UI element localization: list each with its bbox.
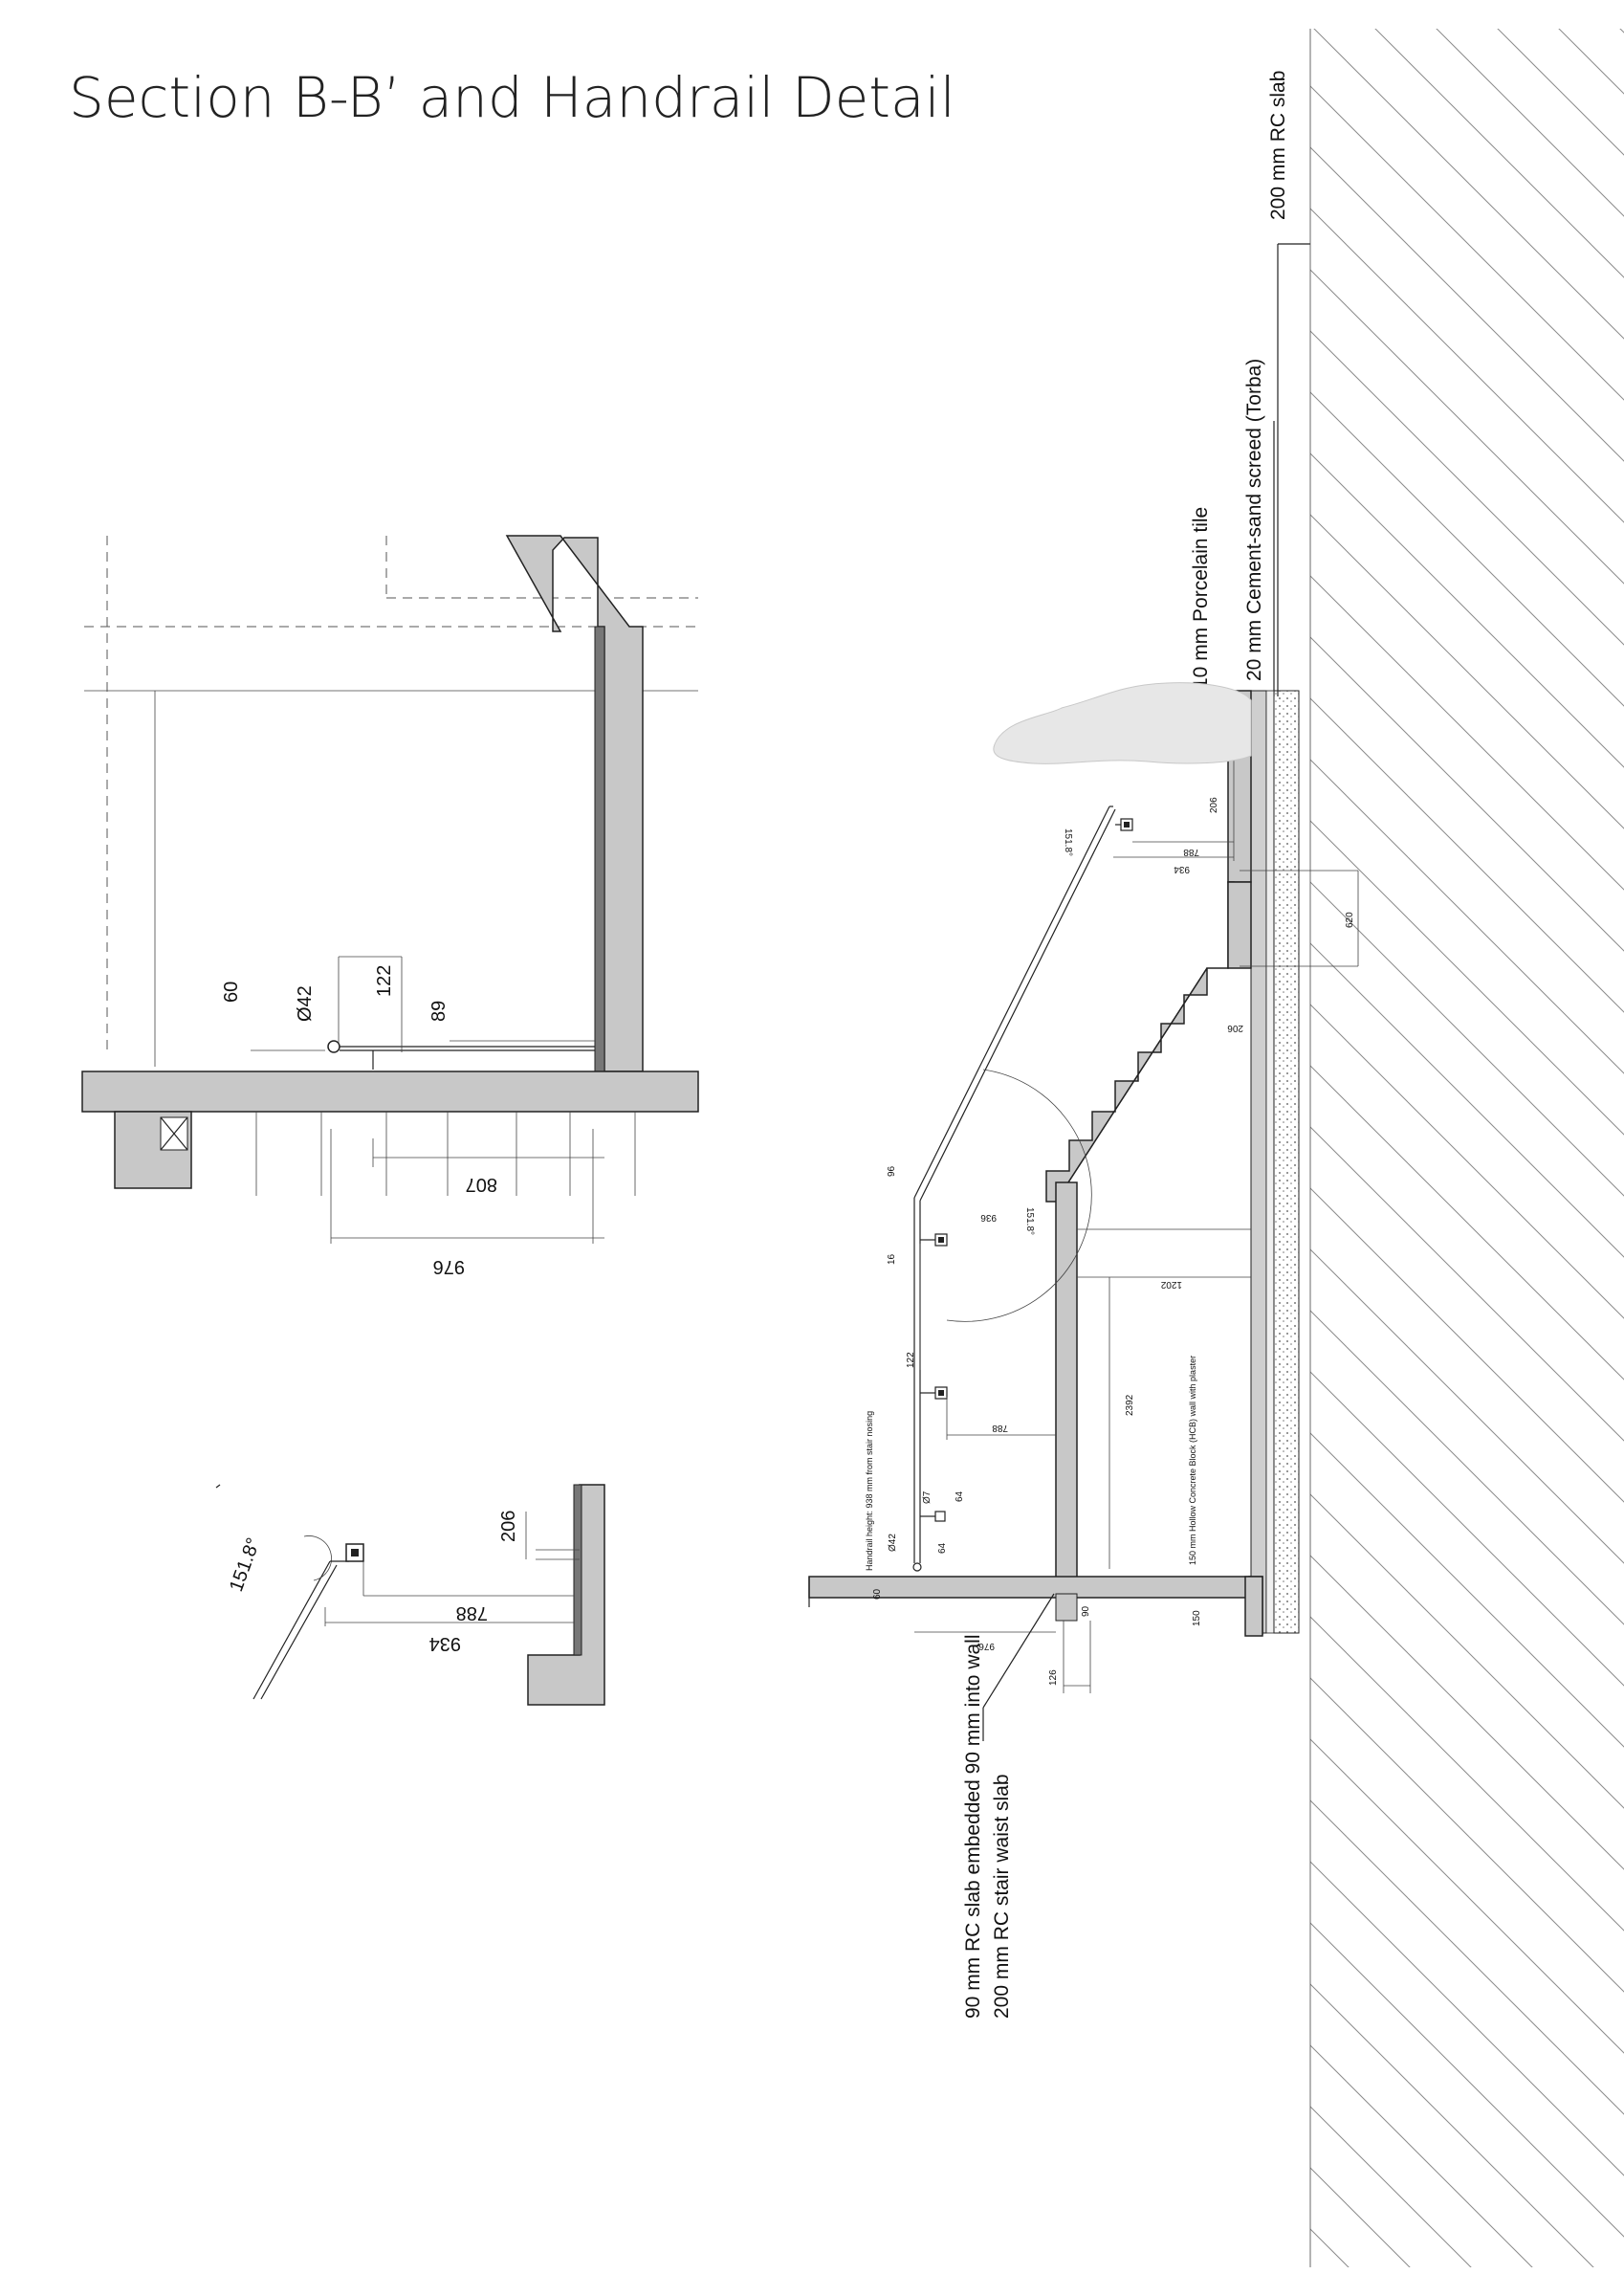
- top-angle-label: 151.8°: [1063, 828, 1073, 856]
- dim-976: 976: [433, 1256, 465, 1277]
- dim-206: 206: [498, 1511, 519, 1542]
- dim-1202: 1202: [1160, 1279, 1182, 1290]
- dim-60: 60: [221, 982, 242, 1003]
- detail-a: 60 Ø42 122 89 807 976: [81, 535, 699, 1277]
- angle-arc: [946, 1069, 1092, 1322]
- bracket-icon: [934, 1511, 946, 1522]
- label-screed: 20 mm Cement-sand screed (Torba): [1243, 359, 1265, 681]
- label-porcelain: 10 mm Porcelain tile: [1190, 507, 1212, 689]
- dim-60-mid: 60: [872, 1588, 883, 1600]
- dim-126: 126: [1048, 1669, 1059, 1686]
- dim-934-top: 934: [1174, 864, 1190, 874]
- detail-a-wall: [505, 535, 644, 1072]
- dim-788: 788: [456, 1602, 488, 1623]
- label-rc-slab-embedded: 90 mm RC slab embedded 90 mm into wall: [962, 1634, 984, 2019]
- mid-angle-label: 151.8°: [1024, 1207, 1035, 1235]
- dim-150: 150: [1192, 1610, 1202, 1626]
- main-section: 151.8° 151.8° 166 206 788 934 620 206 96…: [808, 690, 1359, 1693]
- dim-90: 90: [1081, 1605, 1091, 1617]
- dim-16: 16: [887, 1253, 897, 1265]
- dim-2392: 2392: [1125, 1394, 1135, 1416]
- dim-122-mid: 122: [906, 1352, 916, 1368]
- handrail-tube-icon: [327, 1040, 340, 1053]
- stair-flight: [1045, 881, 1235, 1203]
- dim-206-top: 206: [1209, 797, 1219, 813]
- handrail-height-note: Handrail height: 938 mm from stair nosin…: [865, 1411, 874, 1571]
- hcb-wall-note: 150 mm Hollow Concrete Block (HCB) wall …: [1188, 1356, 1197, 1565]
- dim-dia-7: Ø7: [922, 1490, 933, 1504]
- dim-64-b: 64: [937, 1542, 948, 1554]
- label-stair-waist-slab: 200 mm RC stair waist slab: [991, 1774, 1013, 2019]
- dim-620: 620: [1345, 912, 1355, 928]
- dim-96: 96: [887, 1165, 897, 1177]
- dim-788-top: 788: [1183, 847, 1199, 857]
- dim-122: 122: [374, 965, 395, 997]
- dim-diameter-42: Ø42: [295, 985, 316, 1022]
- detail-a-slab: [81, 1071, 699, 1113]
- label-rc-slab: 200 mm RC slab: [1267, 71, 1289, 220]
- sheet-title: Section B-B’ and Handrail Detail: [69, 65, 955, 130]
- dim-976-mid: 976: [978, 1641, 995, 1651]
- dim-936: 936: [980, 1212, 997, 1223]
- dim-89: 89: [428, 1001, 450, 1022]
- dim-dia-42: Ø42: [888, 1534, 898, 1552]
- dim-64-a: 64: [955, 1490, 965, 1502]
- dim-934: 934: [429, 1633, 461, 1654]
- dim-788-mid: 788: [992, 1423, 1008, 1433]
- detail-b-angle: 151.8°: [226, 1535, 265, 1595]
- layer-labels: 200 mm RC slab 20 mm Cement-sand screed …: [1190, 71, 1310, 696]
- dim-206-lower: 206: [1227, 1023, 1243, 1033]
- person-figure-icon: [993, 682, 1252, 764]
- earth-hatch: [1310, 29, 1624, 2267]
- detail-b: 151.8° 206 788 934: [215, 1484, 605, 1706]
- detail-b-wall: [527, 1484, 605, 1706]
- hcb-wall: [1055, 1181, 1078, 1595]
- slab-labels: 90 mm RC slab embedded 90 mm into wall 2…: [962, 1593, 1055, 2019]
- dim-807: 807: [466, 1174, 497, 1195]
